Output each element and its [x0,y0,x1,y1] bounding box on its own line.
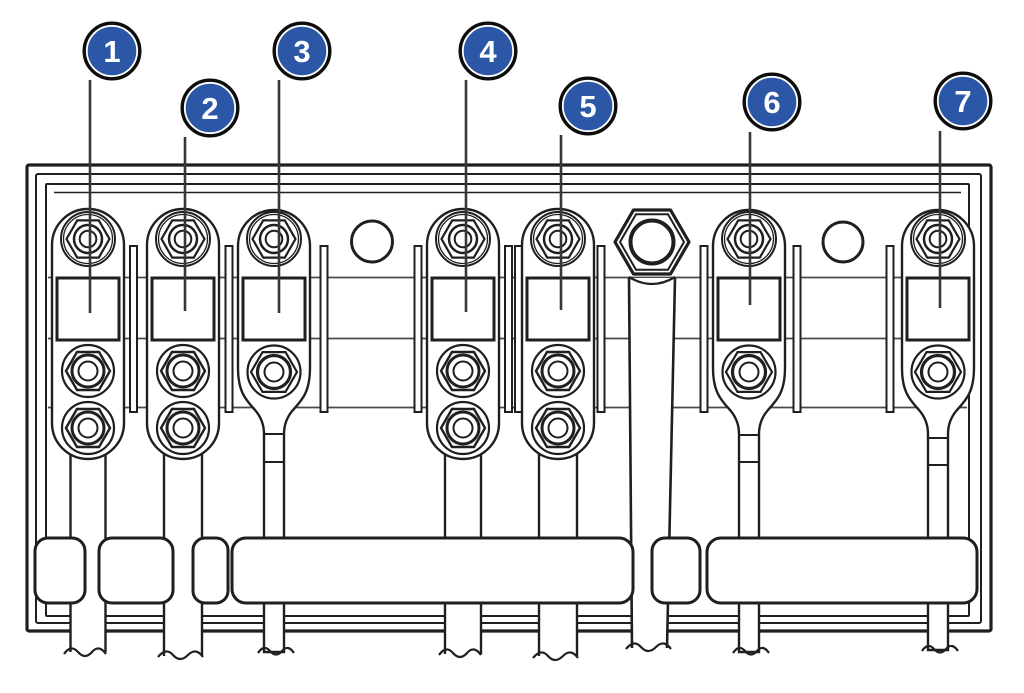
wires [63,277,677,662]
callout-circle [742,72,802,132]
callout-number: 2 [201,91,218,126]
cable-clamps [33,536,979,605]
callout-circle [180,78,240,138]
terminal-7-assembly [900,208,976,654]
callout-inner-ring [745,75,799,129]
cable-clamp [230,536,635,605]
terminal-2-assembly [145,207,221,461]
callouts: 1 2 3 4 5 6 7 [82,21,993,313]
callout-circle [933,71,993,131]
callout-inner-ring [561,79,615,133]
callout-inner-ring [275,24,329,78]
center-cable-lug [613,208,691,286]
terminal-5-assembly [520,207,596,461]
callout-inner-ring [936,74,990,128]
callout-marker-1: 1 [82,21,142,313]
terminal-4-assembly [425,207,501,461]
callout-marker-5: 5 [558,76,618,310]
terminal-6-assembly [711,208,787,656]
cable-clamp [191,536,230,605]
cable-clamp [705,536,979,605]
callout-inner-ring [85,24,139,78]
callout-inner-ring [183,81,237,135]
callout-marker-6: 6 [742,72,802,305]
callout-marker-2: 2 [180,78,240,311]
enclosure-outline [25,163,993,633]
callout-circle [558,76,618,136]
callout-number: 3 [293,34,310,69]
cable-clamp [33,536,87,605]
callout-number: 5 [579,89,596,124]
callout-marker-3: 3 [272,21,332,313]
terminals [50,207,976,656]
divider-bars [129,245,895,413]
callout-number: 7 [954,84,971,119]
terminal-3-assembly [236,208,312,656]
cable-clamp [650,536,702,605]
mounting-holes [350,219,865,264]
mounting-hole [350,219,394,264]
callout-number: 6 [763,85,780,120]
callout-marker-7: 7 [933,71,993,308]
terminal-1-assembly [50,207,126,461]
cable-clamp [97,536,175,605]
callout-circle [82,21,142,81]
callout-inner-ring [461,24,515,78]
callout-number: 1 [103,34,120,69]
mounting-hole [821,220,865,264]
callout-circle [458,21,518,81]
callout-circle [272,21,332,81]
callout-number: 4 [479,34,497,69]
callout-marker-4: 4 [458,21,518,312]
